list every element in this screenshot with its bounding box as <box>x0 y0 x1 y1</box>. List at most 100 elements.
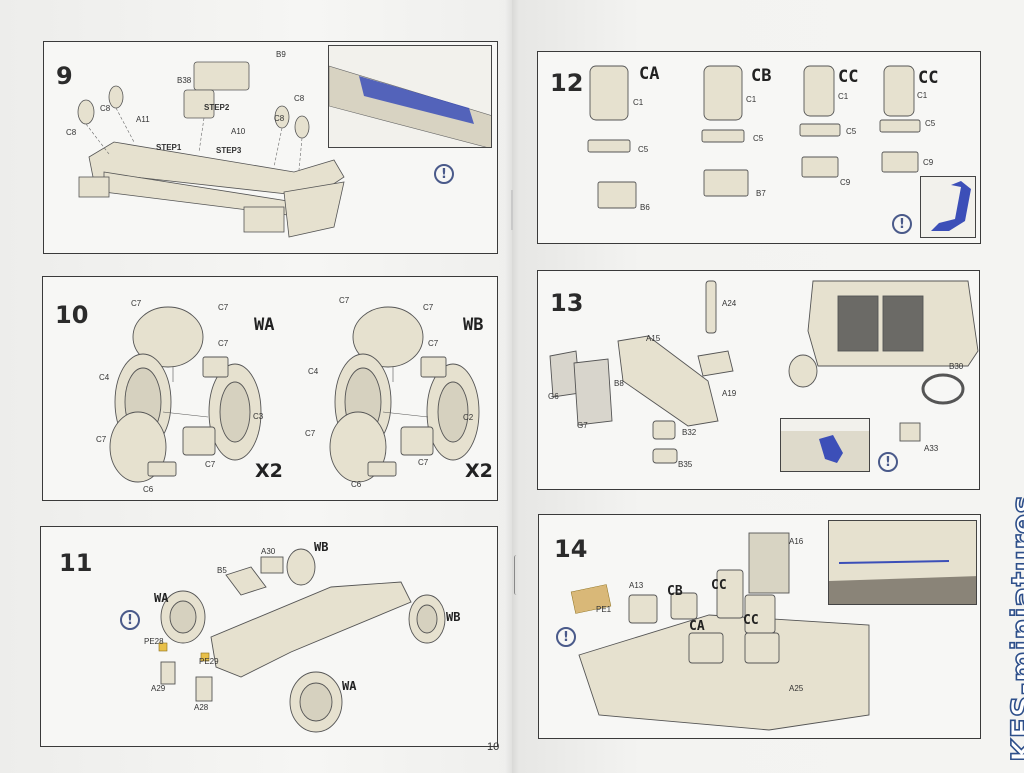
part-label: B32 <box>682 428 697 437</box>
part-label: C7 <box>205 460 216 469</box>
part-label: A16 <box>789 537 804 546</box>
watermark-text: KFS-miniatures <box>1005 494 1024 763</box>
part-label: C7 <box>428 339 439 348</box>
part-label: STEP2 <box>204 103 230 112</box>
part-label: C5 <box>753 134 764 143</box>
part-label: C1 <box>838 92 849 101</box>
variant-label: CC <box>838 67 859 87</box>
part-label: C2 <box>463 413 474 422</box>
part-label: B30 <box>949 362 964 371</box>
part-label: STEP3 <box>216 146 242 155</box>
variant-label: WA <box>154 591 169 605</box>
step-number: 11 <box>59 549 93 577</box>
part-label: C9 <box>923 158 934 167</box>
part-label: A25 <box>789 684 804 693</box>
gutter-mark <box>514 555 519 595</box>
attention-icon: ! <box>434 164 454 184</box>
page-number: 10 <box>487 741 500 753</box>
part-label: B35 <box>678 460 693 469</box>
part-label: C4 <box>99 373 110 382</box>
quantity-label: X2 <box>255 460 283 482</box>
watermark: KFS-miniatures <box>962 494 1024 772</box>
variant-label: CC <box>918 68 939 88</box>
part-label: C5 <box>846 127 857 136</box>
step-12-panel: 12 CA CB CC CC C1 C5 B6 C1 C5 B7 C1 C5 C… <box>537 51 981 244</box>
part-label: PE29 <box>199 657 219 666</box>
part-label: C9 <box>840 178 851 187</box>
part-label: C7 <box>218 339 229 348</box>
step-13-panel: 13 A24 A15 B8 A19 G6 G7 B32 B35 B30 A33 … <box>537 270 980 490</box>
axle-drawing <box>158 548 446 733</box>
part-label: A19 <box>722 389 737 398</box>
detail-inset <box>920 176 976 238</box>
part-label: B7 <box>756 189 766 198</box>
attention-icon: ! <box>878 452 898 472</box>
part-label: C4 <box>308 367 319 376</box>
part-label: PE28 <box>144 637 164 646</box>
part-label: A15 <box>646 334 661 343</box>
part-label: C7 <box>96 435 107 444</box>
part-label: STEP1 <box>156 143 182 152</box>
variant-label: WB <box>446 610 461 624</box>
part-label: C5 <box>638 145 649 154</box>
variant-label: CC <box>743 613 759 628</box>
part-label: A28 <box>194 703 209 712</box>
quantity-label: X2 <box>465 460 493 482</box>
step-number: 12 <box>550 69 584 97</box>
interior-drawing <box>570 532 870 731</box>
detail-inset <box>828 520 977 605</box>
part-label: B5 <box>217 566 227 575</box>
part-label: C6 <box>351 480 362 489</box>
step-number: 10 <box>55 301 89 329</box>
variant-label: WB <box>463 315 484 335</box>
part-label: C7 <box>218 303 229 312</box>
part-label: G7 <box>577 421 588 430</box>
variant-label: CB <box>751 66 772 86</box>
part-label: A24 <box>722 299 737 308</box>
part-label: C1 <box>746 95 757 104</box>
part-label: C1 <box>633 98 644 107</box>
step-10-panel: 10 C7 C7 C7 <box>42 276 498 501</box>
part-label: A33 <box>924 444 939 453</box>
part-label: A29 <box>151 684 166 693</box>
step-number: 9 <box>56 62 73 90</box>
page-gutter <box>505 0 519 773</box>
part-label: A11 <box>136 115 150 124</box>
cab-parts-drawing <box>549 280 979 464</box>
variant-label: WA <box>342 679 357 693</box>
step-number: 14 <box>554 535 588 563</box>
gutter-mark <box>511 190 513 230</box>
attention-icon: ! <box>556 627 576 647</box>
part-label: A10 <box>231 127 246 136</box>
detail-inset <box>328 45 492 148</box>
variant-label: WB <box>314 540 329 554</box>
detail-inset <box>780 418 870 472</box>
variant-label: CA <box>689 619 705 634</box>
part-label: B9 <box>276 50 286 59</box>
part-label: A30 <box>261 547 276 556</box>
variant-label: WA <box>254 315 275 335</box>
attention-icon: ! <box>120 610 140 630</box>
part-label: A13 <box>629 581 644 590</box>
part-label: C8 <box>294 94 305 103</box>
part-label: PE1 <box>596 605 612 614</box>
attention-icon: ! <box>892 214 912 234</box>
part-label: C7 <box>339 296 350 305</box>
step-9-panel: 9 B9 B38 C8 C8 C8 C8 A11 STEP2 STEP1 A10 <box>43 41 498 254</box>
step-14-panel: 14 A16 A13 CB CC PE1 CA CC A25 ! <box>538 514 981 739</box>
part-label: C7 <box>305 429 316 438</box>
part-label: C7 <box>423 303 434 312</box>
part-label: B38 <box>177 76 192 85</box>
part-label: C7 <box>131 299 142 308</box>
variant-label: CA <box>639 64 660 84</box>
part-label: C8 <box>274 114 285 123</box>
part-label: C6 <box>143 485 154 494</box>
step-number: 13 <box>550 289 584 317</box>
part-label: C7 <box>418 458 429 467</box>
part-label: G6 <box>548 392 559 401</box>
part-label: B8 <box>614 379 624 388</box>
step-11-panel: 11 A30 B5 WB WA WB PE28 PE29 A29 A28 WA … <box>40 526 498 747</box>
chassis-drawing <box>77 61 345 238</box>
variant-label: CB <box>667 584 683 599</box>
variant-label: CC <box>711 578 727 593</box>
